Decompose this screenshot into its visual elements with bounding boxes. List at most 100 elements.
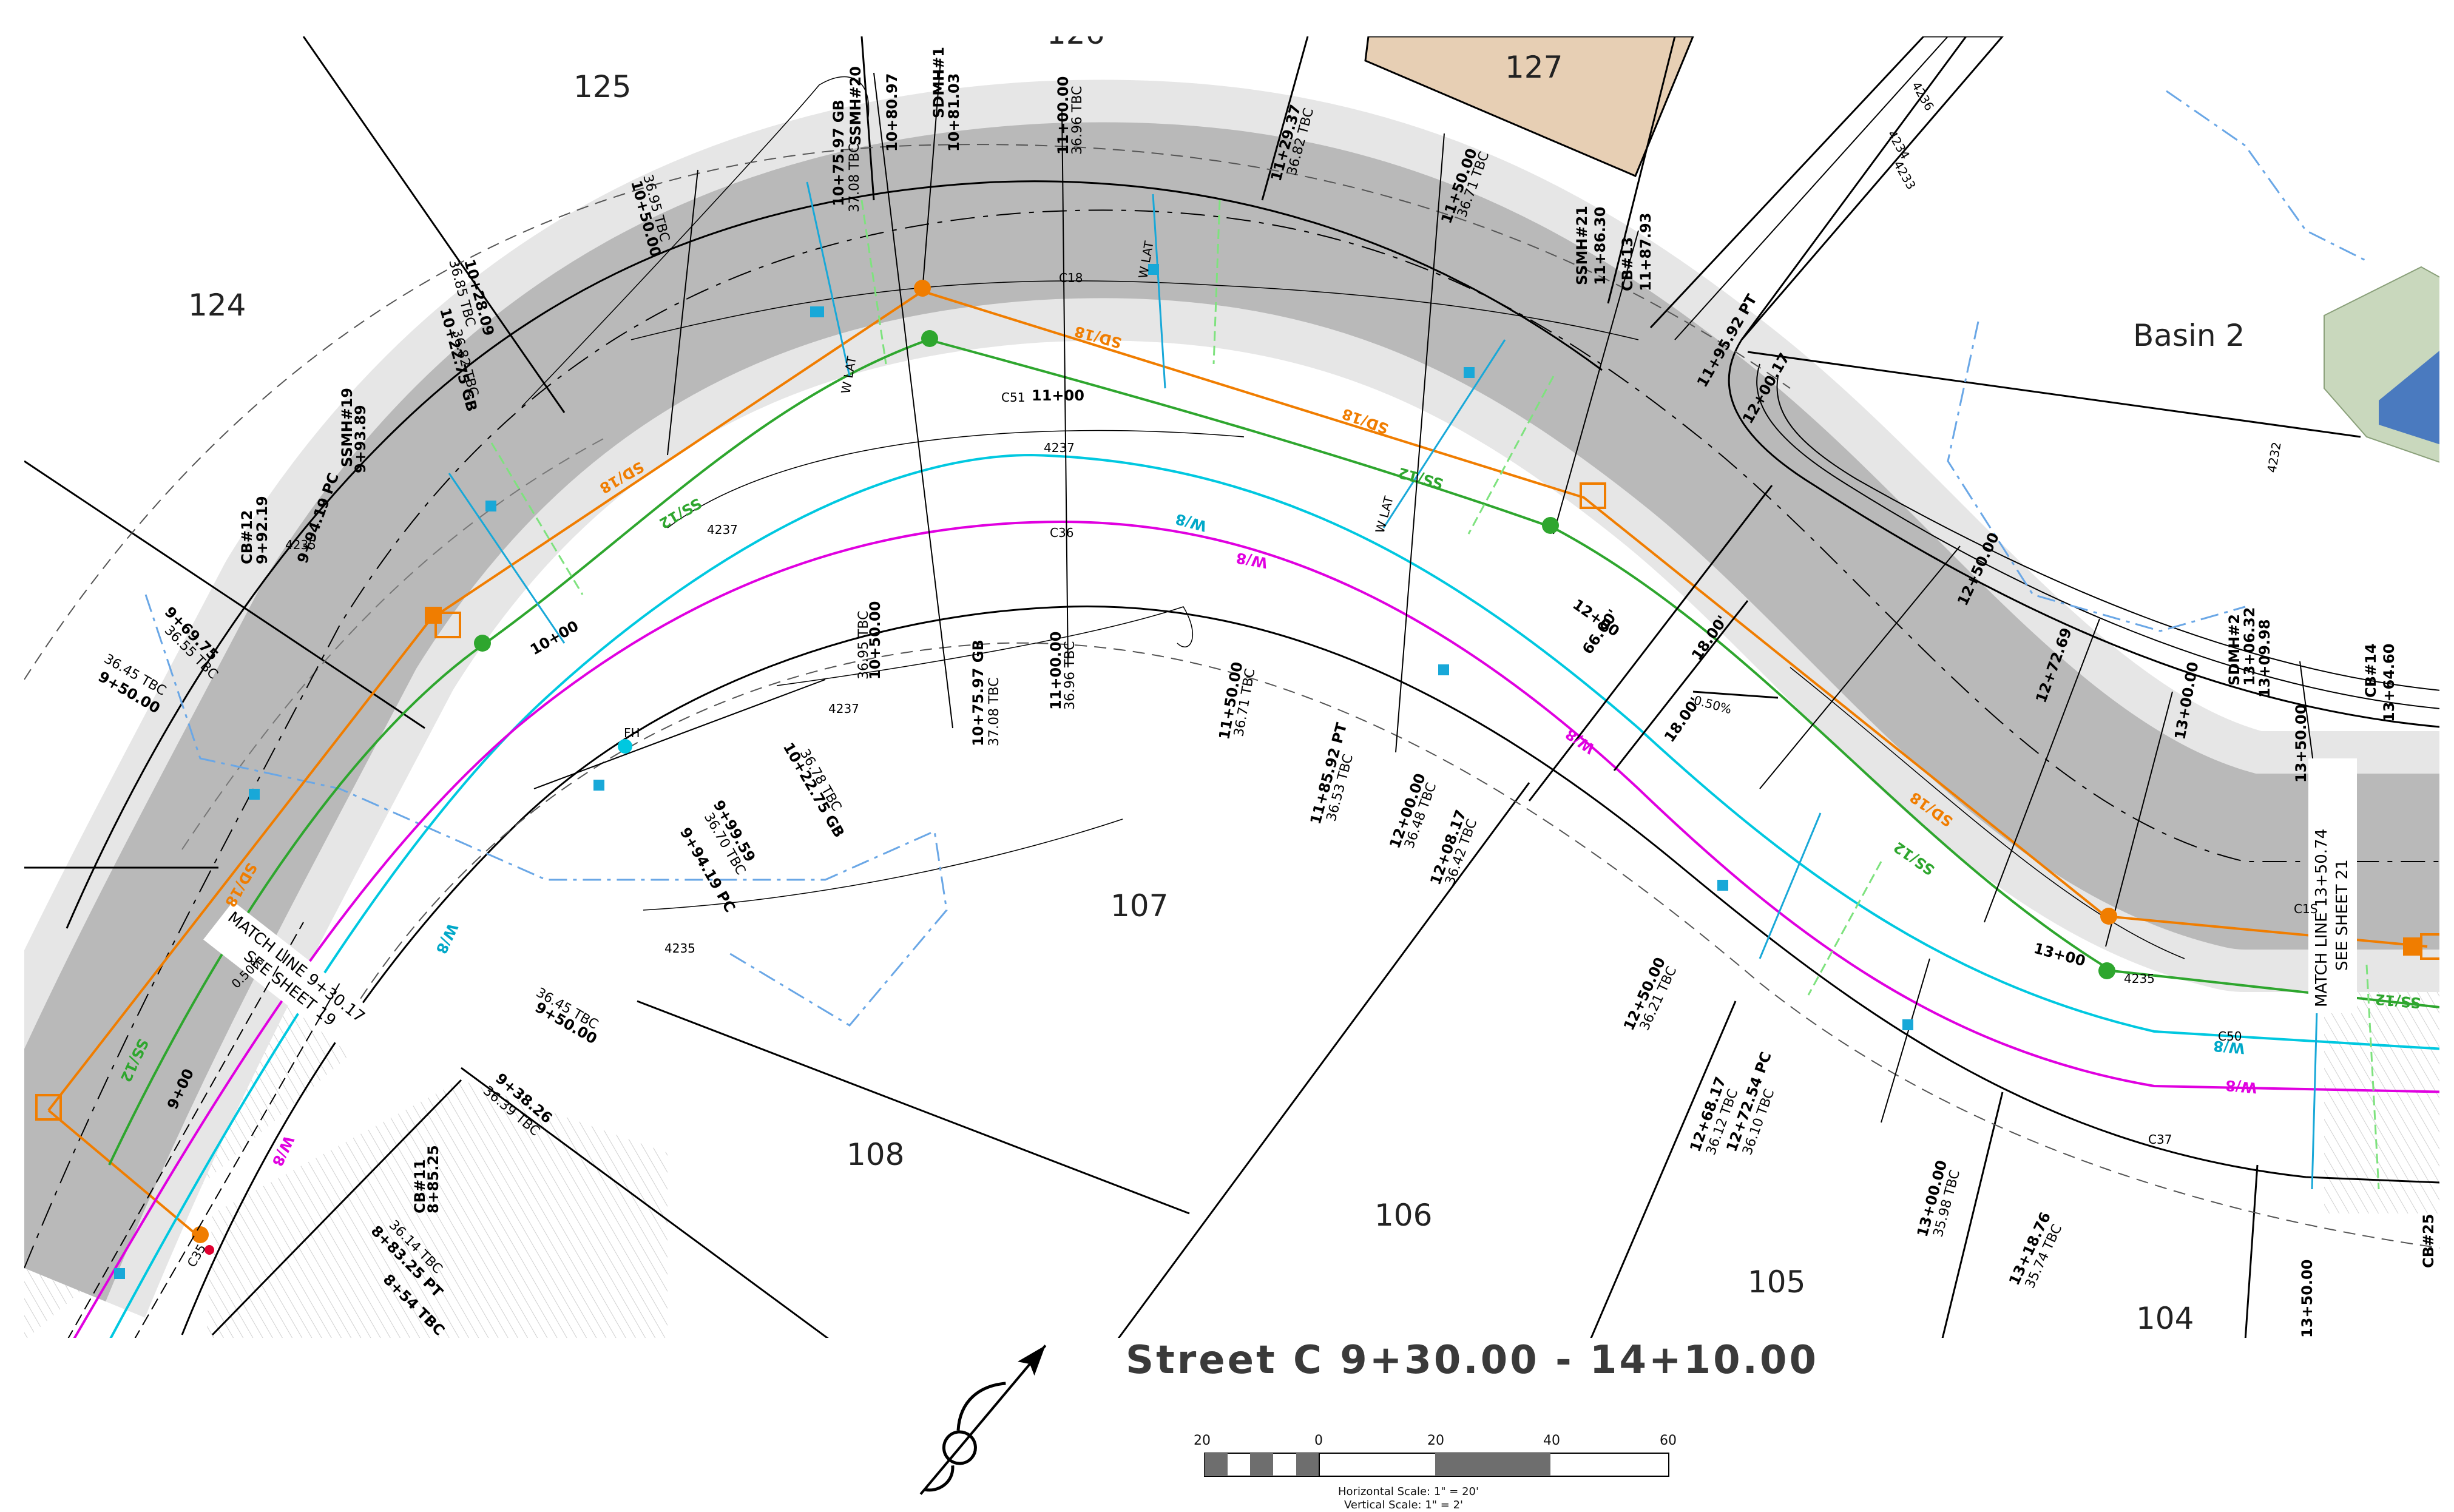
valve (204, 1245, 214, 1255)
sewer-manhole (474, 635, 491, 652)
lot-127-fill (1364, 36, 1694, 177)
side-street-right-3 (1776, 376, 2439, 691)
svg-text:4237: 4237 (707, 522, 738, 537)
storm-label: SD/18 (1340, 405, 1391, 437)
svg-text:4233: 4233 (1891, 158, 1919, 192)
scale-tick: 0 (1314, 1433, 1323, 1448)
lot-number: 127 (1505, 50, 1563, 85)
curve-label: C51 (1001, 390, 1025, 405)
svg-text:36.96 TBC: 36.96 TBC (1063, 641, 1078, 710)
water-laterals (448, 181, 2319, 1190)
structure-label: CB#13 (1619, 237, 1636, 291)
storm-inlet (1580, 482, 1606, 509)
storm-inlet (35, 1094, 62, 1121)
svg-text:10+50.00: 10+50.00 (867, 601, 884, 680)
north-arrow-icon (919, 1345, 1047, 1495)
centerline-station: 10+00 (527, 617, 581, 658)
hydrant-label: FH (624, 726, 640, 740)
structure-label: SSMH#20 (847, 66, 864, 146)
side-street-right (1649, 36, 2439, 728)
svg-text:MATCH LINE 13+50.74: MATCH LINE 13+50.74 (2313, 829, 2331, 1007)
svg-text:36.95 TBC: 36.95 TBC (856, 611, 871, 680)
curve-label: C1S (2294, 902, 2317, 916)
svg-text:8+85.25: 8+85.25 (425, 1145, 442, 1213)
side-street-right-2 (1674, 36, 2439, 709)
svg-text:10+75.97 GB: 10+75.97 GB (970, 640, 987, 746)
svg-text:11+00.00: 11+00.00 (1055, 76, 1072, 155)
storm-drain-line (47, 289, 2428, 1112)
curve-label: C36 (1050, 525, 1073, 540)
svg-text:11+00.00: 11+00.00 (1047, 632, 1064, 710)
svg-text:36.96 TBC: 36.96 TBC (1070, 86, 1085, 155)
svg-text:11+86.30: 11+86.30 (1592, 207, 1609, 285)
lot-number: 126 (1047, 16, 1104, 51)
sewer-line (108, 338, 2439, 1166)
back-of-walk-north (66, 180, 1603, 929)
sewer-manhole (921, 330, 938, 347)
water-label: W/8 (433, 920, 461, 956)
plan-viewport: 124 125 126 127 107 108 106 105 104 Basi… (24, 16, 2439, 1338)
scale-tick: 20 (1194, 1433, 1211, 1448)
svg-text:10+75.97 GB: 10+75.97 GB (830, 100, 847, 206)
sewer-manhole (1542, 517, 1559, 534)
gas-line (73, 520, 2439, 1338)
scale-tick: 20 (1427, 1433, 1444, 1448)
svg-text:4235: 4235 (664, 941, 695, 956)
structure-label: SSMH#21 (1573, 206, 1590, 285)
structure-label: CB#14 (2362, 644, 2379, 698)
scale-tick: 60 (1660, 1433, 1677, 1448)
horizontal-scale-caption: Horizontal Scale: 1" = 20' (1338, 1485, 1479, 1498)
svg-text:37.08 TBC: 37.08 TBC (847, 144, 862, 212)
storm-structures (35, 280, 2439, 1243)
structure-label: SDMH#1 (930, 47, 947, 118)
existing-contours (521, 76, 2185, 959)
sewer-laterals (490, 200, 2380, 1190)
sewer-label: SS/12 (2375, 990, 2422, 1011)
svg-text:4237: 4237 (1044, 440, 1075, 455)
structure-label: CB#11 (411, 1159, 428, 1213)
svg-text:13+64.60: 13+64.60 (2381, 644, 2398, 722)
sewer-label: SS/12 (1396, 464, 1445, 493)
centerline-station: 11+00 (1032, 387, 1084, 404)
scale-bar (1204, 1453, 1669, 1477)
gas-label: W/8 (269, 1133, 297, 1169)
svg-text:10+81.03: 10+81.03 (945, 73, 962, 152)
sheet-title: Street C 9+30.00 - 14+10.00 (1126, 1338, 1819, 1383)
scale-tick: 40 (1543, 1433, 1560, 1448)
svg-text:4237: 4237 (828, 701, 859, 716)
gas-label: W/8 (1563, 725, 1598, 757)
svg-text:13+06.32: 13+06.32 (2241, 607, 2258, 686)
svg-text:13+50.00: 13+50.00 (2293, 704, 2310, 783)
structure-label: CB#25 (2420, 1214, 2437, 1268)
offset-dashed-curves (24, 144, 2439, 1249)
gas-label: W/8 (2225, 1076, 2257, 1096)
storm-manhole (914, 280, 931, 297)
storm-inlet (434, 612, 461, 638)
storm-inlet (2420, 933, 2439, 960)
dimension-lines (1528, 485, 1779, 802)
svg-text:4232: 4232 (2264, 441, 2283, 474)
back-of-walk-south (181, 606, 2439, 1335)
drainage-limits (144, 90, 2367, 1027)
hatch-border (67, 922, 340, 1338)
lot-number: 106 (1374, 1198, 1432, 1233)
storm-inlet (425, 607, 442, 624)
match-line-right: MATCH LINE 13+50.74 SEE SHEET 21 (2308, 758, 2357, 1013)
svg-text:11+87.93: 11+87.93 (1637, 213, 1654, 291)
structure-label: SDMH#2 (2226, 614, 2243, 686)
sewer-manhole (2098, 962, 2115, 979)
vertical-scale-caption: Vertical Scale: 1" = 2' (1344, 1499, 1463, 1511)
storm-lateral (47, 1109, 201, 1239)
svg-text:4235: 4235 (2124, 971, 2155, 986)
centerline-station: 13+00 (2032, 940, 2087, 970)
svg-text:13+50.00: 13+50.00 (2299, 1260, 2316, 1338)
sewer-label: SS/12 (656, 494, 705, 532)
curve-label: C50 (2218, 1029, 2242, 1044)
svg-text:10+80.97: 10+80.97 (884, 73, 901, 152)
lot-number: 107 (1110, 888, 1168, 923)
sewer-manholes (474, 330, 2115, 979)
lot-number: 105 (1748, 1264, 1805, 1300)
storm-inlet (2403, 937, 2421, 956)
svg-text:9+92.19: 9+92.19 (254, 496, 271, 564)
